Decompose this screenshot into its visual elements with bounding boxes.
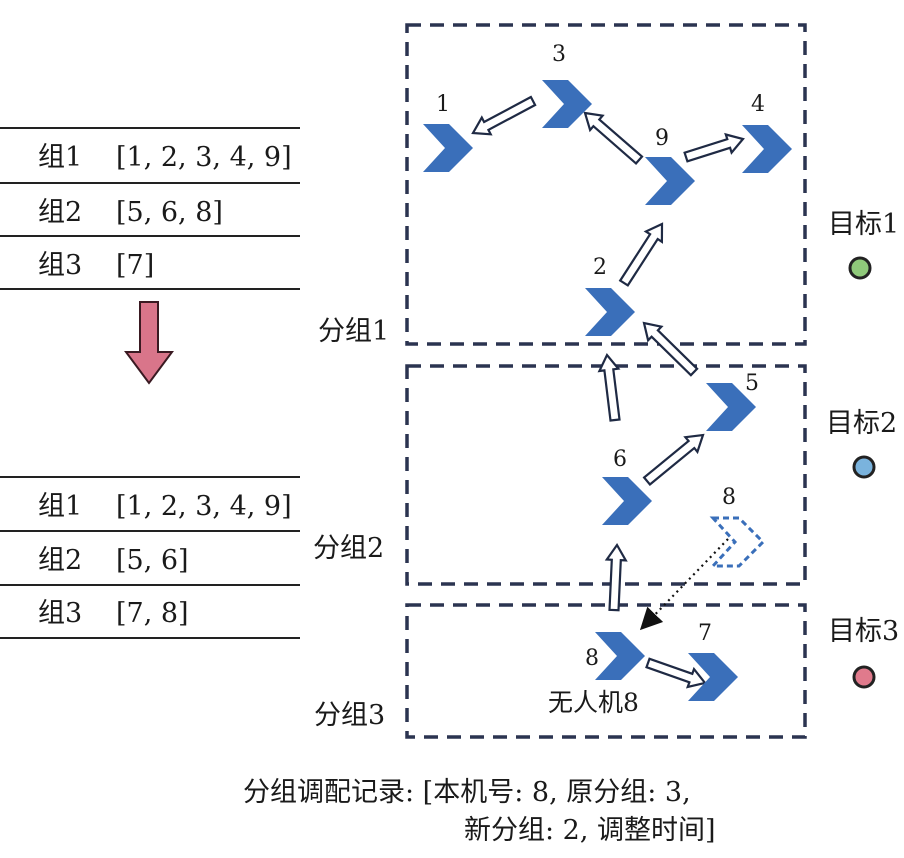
- arrow-2-to-9: [618, 222, 664, 287]
- group1-box: [405, 23, 807, 346]
- target1-label: 目标1: [828, 209, 900, 240]
- drone-4-chevron-icon: [742, 125, 792, 173]
- drone-9-chevron-icon: [645, 157, 695, 205]
- table-rule: [0, 637, 300, 639]
- drone-number: 3: [552, 42, 566, 67]
- table-rule: [0, 127, 300, 129]
- reassign-dotted-arrow: [639, 538, 729, 631]
- drone-number: 6: [613, 447, 627, 472]
- table-group-label: 组3: [38, 598, 83, 629]
- table-group-label: 组1: [38, 491, 83, 522]
- arrow-8-to-6: [604, 542, 628, 612]
- drone-1-chevron-icon: [423, 124, 473, 172]
- table-members: [5, 6, 8]: [116, 197, 223, 228]
- group2-label: 分组2: [313, 533, 385, 564]
- table-members: [7, 8]: [116, 598, 189, 629]
- table-group-label: 组2: [38, 197, 83, 228]
- table-group-label: 组1: [38, 142, 83, 173]
- target3-dot: [852, 665, 876, 689]
- arrow-5-to-2: [642, 321, 699, 377]
- table-members: [5, 6]: [116, 545, 189, 576]
- group3-label: 分组3: [314, 700, 386, 731]
- table-group-label: 组2: [38, 545, 83, 576]
- table-rule: [0, 584, 300, 586]
- target1-dot: [848, 256, 872, 280]
- group3-box: [405, 603, 807, 739]
- arrow-9-to-3: [583, 111, 644, 165]
- table-rule: [0, 235, 300, 237]
- drone-number: 8: [585, 646, 599, 671]
- table-rule: [0, 476, 300, 478]
- drone-8-chevron-icon: [595, 632, 645, 680]
- target2-label: 目标2: [826, 408, 898, 439]
- arrow-3-to-1: [471, 95, 537, 136]
- record-line1: 分组调配记录: [本机号: 8, 原分组: 3,: [243, 777, 691, 808]
- table-rule: [0, 182, 300, 184]
- table-group-label: 组3: [38, 250, 83, 281]
- drone-number: 8: [722, 485, 736, 510]
- drone-5-chevron-icon: [706, 383, 756, 431]
- group2-box: [405, 364, 807, 586]
- arrow-6-to-2: [597, 352, 621, 422]
- record-line2: 新分组: 2, 调整时间]: [464, 815, 716, 846]
- group1-label: 分组1: [318, 316, 390, 347]
- drone-2-chevron-icon: [585, 288, 635, 336]
- drone-number: 4: [751, 92, 765, 117]
- target3-label: 目标3: [828, 616, 900, 647]
- drone-number: 9: [655, 126, 669, 151]
- drone-number: 5: [745, 371, 759, 396]
- drone-3-chevron-icon: [542, 80, 592, 128]
- table-rule: [0, 530, 300, 532]
- table-members: [7]: [116, 250, 155, 281]
- drone-number: 7: [698, 621, 712, 646]
- arrow-9-to-4: [683, 132, 745, 163]
- table-rule: [0, 288, 300, 290]
- arrow-8-to-7: [645, 657, 707, 689]
- drone-8-ghost-chevron-icon: [709, 516, 766, 568]
- drone-number: 2: [593, 255, 607, 280]
- table-members: [1, 2, 3, 4, 9]: [116, 142, 292, 173]
- arrow-6-to-5: [642, 433, 705, 487]
- down-arrow-icon: [124, 301, 174, 385]
- drone-7-chevron-icon: [688, 653, 738, 701]
- drone-caption: 无人机8: [548, 688, 639, 717]
- drone-6-chevron-icon: [602, 477, 652, 525]
- drone-number: 1: [436, 92, 450, 117]
- table-members: [1, 2, 3, 4, 9]: [116, 491, 292, 522]
- target2-dot: [852, 455, 876, 479]
